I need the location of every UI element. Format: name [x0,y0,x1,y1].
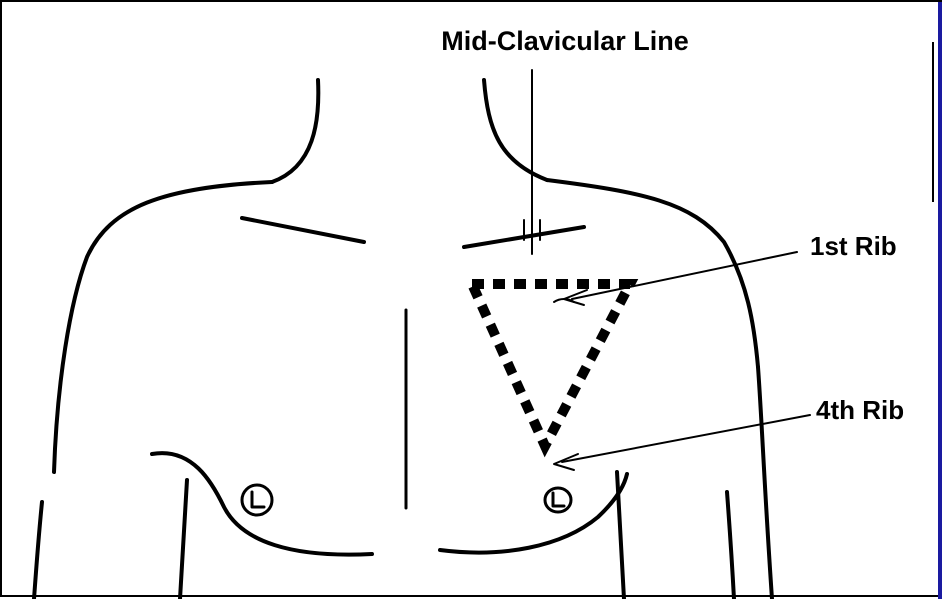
fourth-rib-label: 4th Rib [816,395,904,425]
right-arm-outline [758,367,772,599]
right-nipple-mark [553,493,564,506]
left-shoulder-outline [54,182,272,472]
first-rib-label: 1st Rib [810,231,897,261]
right-breast-outline [440,474,627,553]
right-shoulder-outline [547,180,758,367]
left-arm-outline [34,502,42,599]
left-nipple [242,485,272,515]
left-clavicle [242,218,364,242]
edge-artifact-line [932,42,934,202]
right-nipple [545,488,571,512]
mid-clavicular-label: Mid-Clavicular Line [441,26,689,56]
left-torso-side [180,480,187,599]
first-rib-pointer-line [572,252,797,299]
right-inner-arm-outline [727,492,734,599]
neck-left-outline [272,80,318,182]
dotted-triangle-zone [472,284,630,446]
fourth-rib-pointer-line [562,415,810,462]
neck-right-outline [484,80,547,180]
edge-artifact-bar [938,2,942,599]
left-nipple-mark [252,492,264,507]
